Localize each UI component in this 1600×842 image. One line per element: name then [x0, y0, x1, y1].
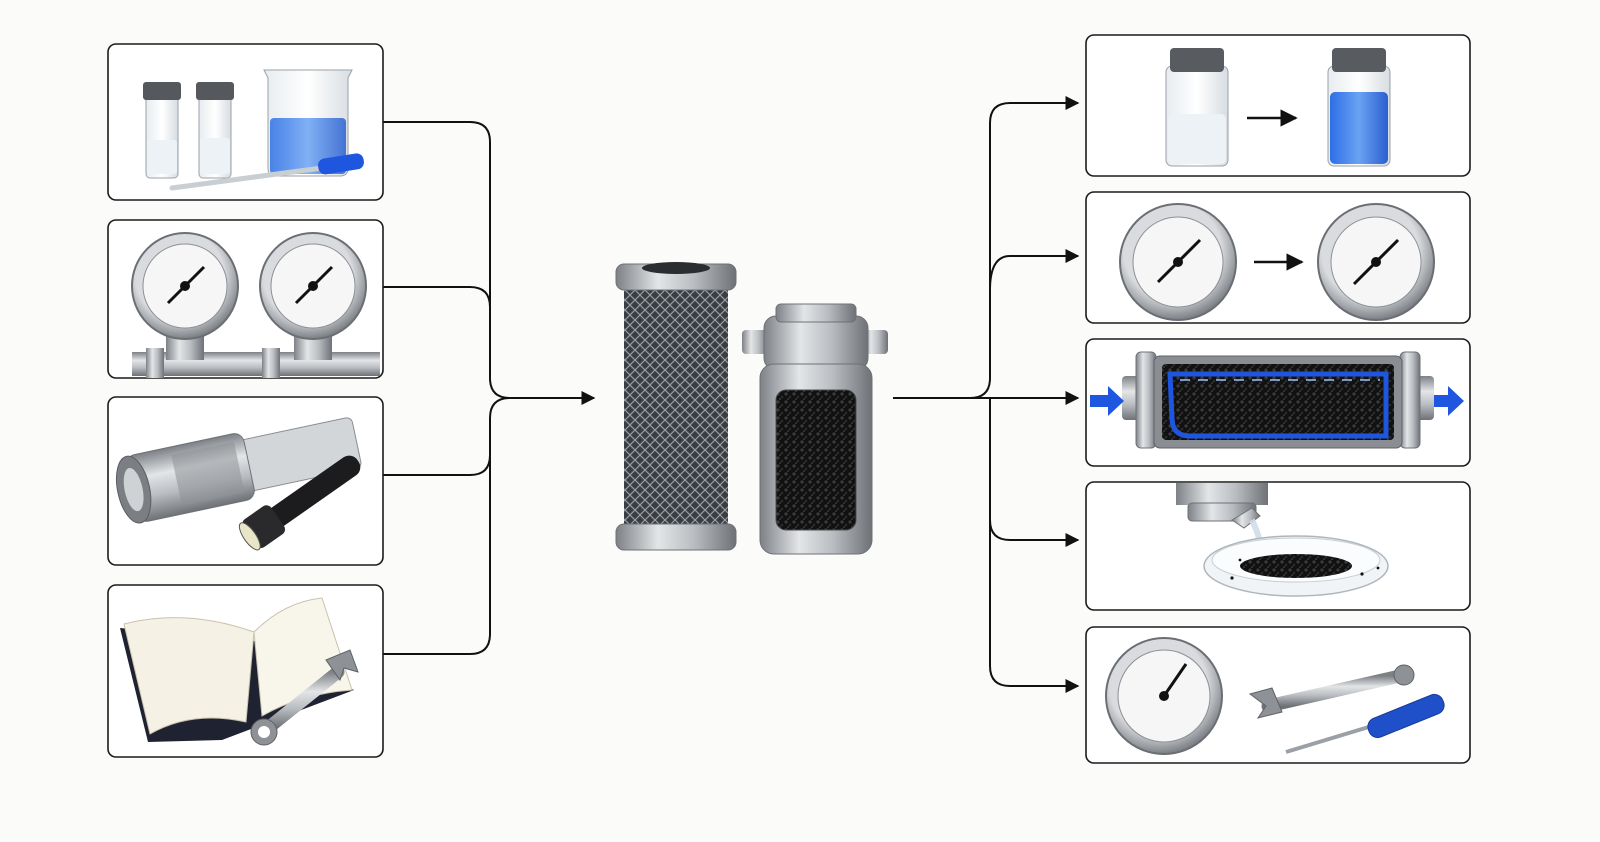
- notebook-icon: [120, 597, 354, 742]
- pipette-icon: [169, 153, 364, 191]
- center-filters: [615, 262, 888, 555]
- pressure-gauge-icon: [1317, 203, 1435, 321]
- clear-vial-icon: [1165, 48, 1229, 167]
- blue-vial-icon: [1327, 48, 1391, 167]
- connector-carbon-fines-release: [989, 398, 1080, 547]
- gauge-icon: [1105, 637, 1223, 755]
- panel-pressure-drop: [1085, 191, 1471, 324]
- output-connectors: [893, 96, 1080, 693]
- connector-log-and-tools: [383, 455, 491, 655]
- carbon-housing-flow-icon: [1122, 351, 1434, 449]
- wrench-icon: [250, 649, 359, 746]
- vial-icon: [196, 82, 234, 179]
- panel-flow-channeling: [1085, 338, 1471, 467]
- granular-carbon-housing-icon: [742, 303, 888, 555]
- flashlight-icon: [238, 455, 361, 551]
- panel-sample-collection: [107, 43, 384, 201]
- panel-log-and-tools: [107, 584, 384, 758]
- connector-pressure-gauges: [383, 286, 491, 378]
- flow-arrow-in-icon: [1090, 386, 1124, 416]
- carbon-block-cartridge-icon: [615, 262, 737, 551]
- filter-housing-cutaway-icon: [115, 417, 362, 524]
- flow-arrow-out-icon: [1434, 386, 1464, 416]
- petri-dish-icon: [1203, 535, 1389, 597]
- panel-carbon-fines-release: [1085, 481, 1471, 611]
- connector-sample-collection: [383, 121, 511, 399]
- pressure-gauge-icon: [259, 232, 367, 340]
- panel-pressure-gauges: [107, 219, 384, 379]
- vial-icon: [143, 82, 181, 179]
- input-connectors: [383, 121, 596, 655]
- screwdriver-icon: [1285, 693, 1445, 754]
- panel-inspection-tools: [107, 396, 384, 566]
- panel-maintenance: [1085, 626, 1471, 764]
- pressure-gauge-icon: [1119, 203, 1237, 321]
- panel-water-quality-change: [1085, 34, 1471, 177]
- wrench-icon: [1248, 664, 1415, 719]
- connector-pressure-drop: [989, 249, 1080, 291]
- connector-maintenance: [989, 520, 1080, 693]
- pressure-gauge-icon: [131, 232, 239, 340]
- connector-water-quality-change: [969, 96, 1080, 399]
